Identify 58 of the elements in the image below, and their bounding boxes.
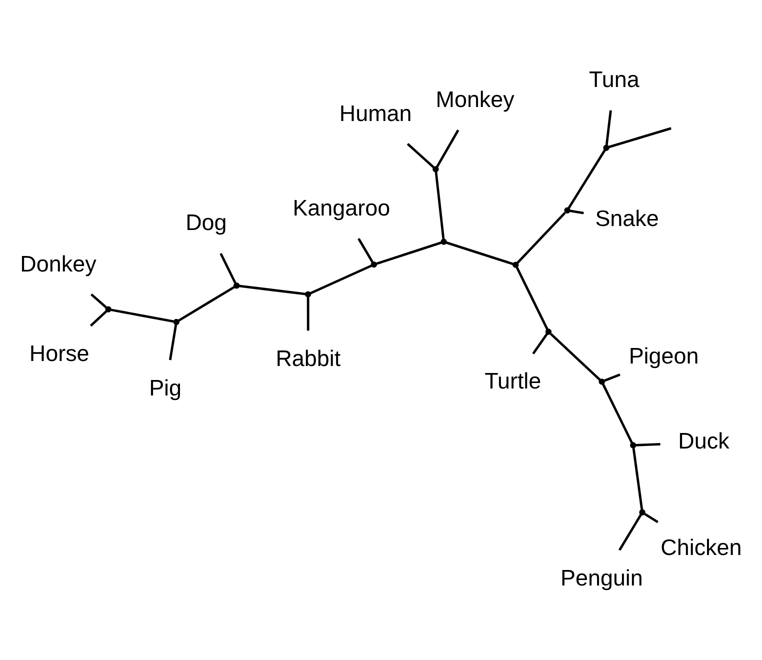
connector [532,332,548,354]
node-text: Horse [29,340,90,366]
node-text: Duck [678,428,730,453]
connector [516,266,548,330]
node-text: Monkey [436,86,514,112]
node-point [630,442,636,448]
node-text: Human [339,100,412,126]
node-point [564,206,570,213]
node-point [440,238,447,244]
node-point [512,261,519,268]
connector [358,237,374,262]
node-text: Turtle [484,368,542,394]
connector [110,308,174,322]
connector [550,332,601,380]
connector [168,324,178,360]
connector [618,513,642,550]
connector [632,448,644,510]
connector [178,285,236,322]
connector [220,252,236,284]
connector [604,372,620,382]
node-point [603,144,610,150]
node-text: Dog [186,209,227,234]
node-point [173,318,180,325]
connector [644,512,658,523]
connector [90,310,108,326]
connector [376,240,442,264]
node-point [233,282,240,288]
connector [310,264,372,294]
node-point [370,260,378,268]
connector [406,142,434,168]
node-text: Kangaroo [292,194,390,220]
connector [446,240,514,265]
connector [602,382,634,444]
node-point [105,306,112,312]
node-point [598,378,605,384]
connector [605,110,612,145]
connector [434,171,445,239]
node-text: Rabbit [276,345,341,370]
node-point [304,290,312,297]
node-text: Penguin [560,565,643,590]
node-text: Tuna [588,66,640,92]
connector [436,129,460,168]
node-text: Pigeon [628,342,699,368]
node-text: Pig [149,374,182,400]
connector [90,292,107,308]
connector [635,442,660,446]
node-point [639,508,646,515]
node-point [545,328,552,334]
node-point [432,166,439,172]
node-text: Chicken [660,534,742,560]
connector [516,211,566,264]
connector [306,296,310,330]
connector [568,148,606,208]
connector [238,284,306,295]
connector [570,209,584,214]
node-text: Snake [595,205,659,230]
connector [608,126,672,148]
node-text: Donkey [20,250,96,276]
